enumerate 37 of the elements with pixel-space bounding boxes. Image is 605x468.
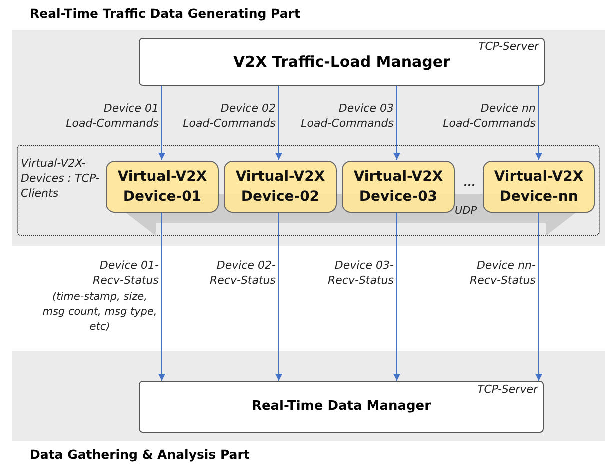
section-heading: Real-Time Traffic Data Generating Part: [30, 6, 300, 21]
role-label: TCP-Server: [478, 383, 538, 396]
device-label: Virtual-V2X Device-02: [234, 168, 326, 207]
server-title: V2X Traffic-Load Manager: [232, 53, 452, 71]
edge-label: Device 03 Load-Commands: [300, 101, 394, 131]
device-box: [224, 161, 337, 213]
arrow: [276, 212, 282, 382]
device-box: [106, 161, 219, 213]
server-box: [139, 38, 545, 86]
group-label: Virtual-V2X- Devices : TCP-Clients: [21, 156, 100, 201]
arrow: [394, 86, 400, 160]
device-label: Virtual-V2X Device-03: [352, 168, 444, 207]
edge-label: Device nn- Recv-Status: [469, 258, 536, 288]
edge-label: Device 02- Recv-Status: [209, 258, 276, 288]
section-heading: Data Gathering & Analysis Part: [30, 447, 250, 462]
arrow: [536, 86, 542, 160]
dotted-group: [17, 145, 600, 236]
arrow: [276, 86, 282, 160]
server-title: Real-Time Data Manager: [250, 399, 432, 414]
role-label: TCP-Server: [478, 40, 539, 53]
device-box: [342, 161, 455, 213]
edge-label: Device nn Load-Commands: [442, 101, 536, 131]
arrow: [394, 212, 400, 382]
device-label: Virtual-V2X Device-01: [116, 168, 208, 207]
device-box: [483, 161, 595, 213]
arrow: [158, 86, 166, 160]
note-text: UDP: [455, 204, 478, 219]
note-text: (time-stamp, size, msg count, msg type, etc): [42, 290, 158, 335]
ellipsis: ...: [463, 176, 477, 191]
edge-label: Device 02 Load-Commands: [182, 101, 276, 131]
device-label: Virtual-V2X Device-nn: [493, 168, 585, 207]
edge-label: Device 01- Recv-Status: [92, 258, 159, 288]
arrow: [158, 212, 166, 382]
edge-label: Device 01 Load-Commands: [65, 101, 159, 131]
server-box: [139, 381, 544, 433]
edge-label: Device 03- Recv-Status: [327, 258, 394, 288]
arrow: [536, 212, 542, 382]
